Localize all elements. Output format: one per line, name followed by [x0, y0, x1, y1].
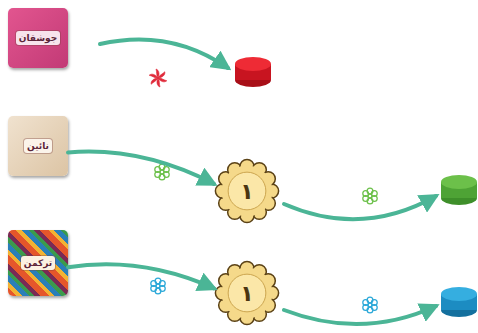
flower-symbol	[155, 164, 169, 180]
flow-arrow	[68, 264, 214, 288]
carpet-card: نائین	[8, 116, 68, 176]
number-badge: ۱	[214, 260, 280, 326]
flower-symbol	[149, 69, 167, 87]
card-title: ترکمن	[21, 256, 55, 270]
flow-arrow	[68, 152, 214, 184]
flower-symbol	[363, 188, 377, 204]
flower-symbol	[363, 297, 377, 313]
green-token	[441, 175, 477, 205]
carpet-card: ترکمن	[8, 230, 68, 296]
flower-symbol	[151, 278, 165, 294]
badge-number: ۱	[240, 179, 253, 204]
number-badge: ۱	[214, 158, 280, 224]
card-title: جوشقان	[16, 31, 61, 45]
arrow-to-token	[100, 39, 228, 68]
red-token	[235, 57, 271, 87]
arrow-to-token	[284, 306, 436, 324]
carpet-card: جوشقان	[8, 8, 68, 68]
badge-number: ۱	[240, 281, 253, 306]
blue-token	[441, 287, 477, 317]
card-title: نائین	[24, 139, 52, 153]
arrow-to-token	[284, 196, 436, 219]
